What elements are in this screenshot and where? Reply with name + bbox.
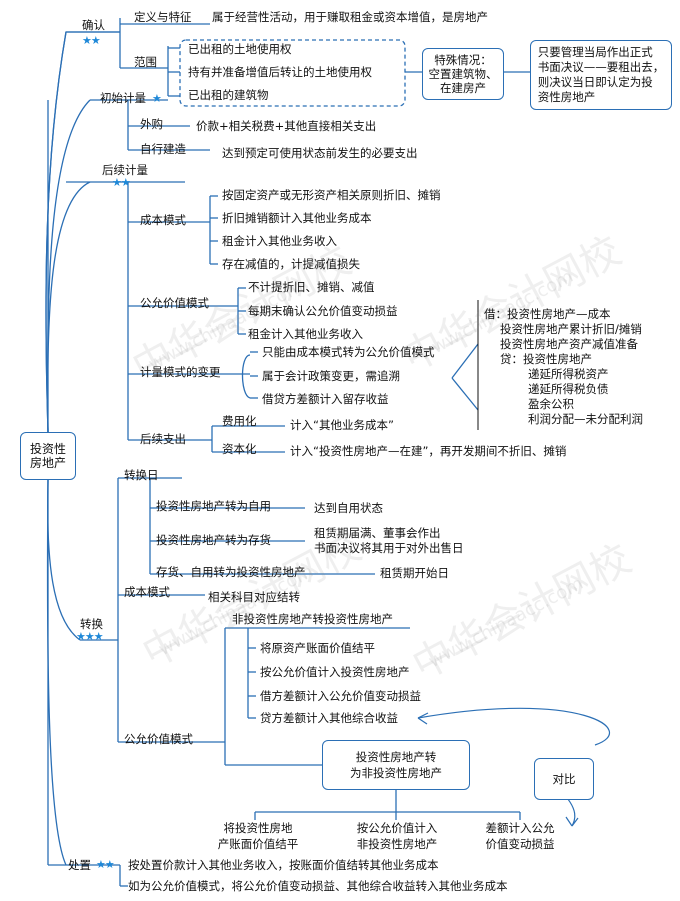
journal-line: 利润分配—未分配利润 — [528, 412, 643, 426]
confirm-label: 确认 — [82, 18, 105, 32]
reverse-item: 将投资性房地 产账面价值结平 — [217, 821, 299, 851]
capital-text: 计入“投资性房地产—在建”，再开发期间不折旧、摊销 — [290, 444, 567, 458]
special-note-box: 只要管理当局作出正式 书面决议——要租出去， 则决议当日即认定为投 资性房地产 — [530, 40, 672, 110]
reverse-transfer-text: 投资性房地产转 为非投资性房地产 — [350, 750, 442, 780]
transfer-fv-item: 将原资产账面价值结平 — [260, 641, 375, 655]
cost-model-item: 租金计入其他业务收入 — [222, 234, 337, 248]
transfer-cost-label: 成本模式 — [124, 585, 170, 599]
journal-line: 贷：投资性房地产 — [500, 352, 592, 366]
scope-item: 持有并准备增值后转让的土地使用权 — [188, 65, 372, 79]
scope-item: 已出租的建筑物 — [188, 88, 269, 102]
purchase-label: 外购 — [140, 117, 163, 131]
initial-stars: ★ — [152, 92, 162, 105]
special-note-text: 只要管理当局作出正式 书面决议——要租出去， 则决议当日即认定为投 资性房地产 — [537, 45, 665, 104]
definition-text: 属于经营性活动，用于赚取租金或资本增值，是房地产 — [212, 10, 488, 24]
transfer-fv-label: 公允价值模式 — [124, 732, 193, 746]
expenditure-label: 后续支出 — [140, 432, 186, 446]
disposal-stars: ★★ — [96, 858, 115, 871]
disposal-item: 如为公允价值模式，将公允价值变动损益、其他综合收益转入其他业务成本 — [128, 879, 508, 893]
definition-label: 定义与特征 — [134, 10, 192, 24]
compare-text: 对比 — [552, 772, 576, 786]
transfer-date-item: 投资性房地产转为自用 — [156, 499, 271, 513]
transfer-date-text: 租赁期开始日 — [380, 566, 449, 580]
transfer-fv-item: 贷方差额计入其他综合收益 — [260, 711, 398, 725]
change-item: 借贷方差额计入留存收益 — [262, 392, 389, 406]
transfer-cost-text: 相关科目对应结转 — [208, 590, 300, 604]
reverse-transfer-box: 投资性房地产转 为非投资性房地产 — [322, 740, 470, 790]
transfer-date-text: 租赁期届满、董事会作出 书面决议将其用于对外出售日 — [314, 526, 464, 555]
reverse-item: 差额计入公允 价值变动损益 — [485, 821, 555, 851]
fv-model-label: 公允价值模式 — [140, 296, 209, 310]
transfer-stars: ★★★ — [76, 630, 104, 643]
transfer-fv-item: 按公允价值计入投资性房地产 — [260, 665, 410, 679]
transfer-fv-sub-label: 非投资性房地产转投资性房地产 — [232, 612, 393, 626]
fv-model-item: 不计提折旧、摊销、减值 — [248, 280, 375, 294]
purchase-text: 价款+相关税费+其他直接相关支出 — [196, 119, 377, 133]
journal-line: 递延所得税资产 — [528, 367, 609, 381]
cost-model-item: 存在减值的，计提减值损失 — [222, 257, 360, 271]
journal-line: 投资性房地产累计折旧/摊销 — [500, 322, 642, 336]
confirm-stars: ★★ — [82, 34, 101, 47]
expense-text: 计入“其他业务成本” — [290, 418, 394, 432]
scope-label: 范围 — [134, 55, 157, 69]
self-build-text: 达到预定可使用状态前发生的必要支出 — [222, 146, 418, 160]
special-case-text: 特殊情况： 空置建筑物、 在建房产 — [428, 53, 498, 95]
cost-model-item: 按固定资产或无形资产相关原则折旧、摊销 — [222, 188, 441, 202]
scope-item: 已出租的土地使用权 — [188, 42, 292, 56]
fv-model-item: 每期末确认公允价值变动损益 — [248, 304, 398, 318]
journal-line: 盈余公积 — [528, 397, 574, 411]
cost-model-label: 成本模式 — [140, 213, 186, 227]
expense-label: 费用化 — [222, 414, 257, 428]
subsequent-stars: ★★ — [112, 176, 131, 189]
root-node: 投资性 房地产 — [20, 432, 76, 480]
journal-line: 递延所得税负债 — [528, 382, 609, 396]
capital-label: 资本化 — [222, 442, 257, 456]
transfer-date-item: 存货、自用转为投资性房地产 — [156, 565, 306, 579]
reverse-item: 按公允价值计入 非投资性房地产 — [356, 821, 438, 851]
journal-line: 投资性房地产资产减值准备 — [500, 337, 638, 351]
subsequent-label: 后续计量 — [102, 163, 148, 177]
change-item: 属于会计政策变更，需追溯 — [262, 369, 400, 383]
initial-label: 初始计量 — [100, 91, 146, 105]
self-build-label: 自行建造 — [140, 142, 186, 156]
compare-box: 对比 — [534, 758, 594, 800]
transfer-date-text: 达到自用状态 — [314, 501, 383, 515]
special-case-box: 特殊情况： 空置建筑物、 在建房产 — [422, 48, 504, 100]
journal-line: 借：投资性房地产—成本 — [484, 307, 611, 321]
disposal-item: 按处置价款计入其他业务收入，按账面价值结转其他业务成本 — [128, 858, 439, 872]
transfer-label: 转换 — [80, 617, 103, 631]
change-label: 计量模式的变更 — [140, 365, 221, 379]
disposal-label: 处置 — [68, 858, 91, 872]
transfer-fv-item: 借方差额计入公允价值变动损益 — [260, 689, 421, 703]
change-item: 只能由成本模式转为公允价值模式 — [262, 345, 435, 359]
transfer-date-item: 投资性房地产转为存货 — [156, 533, 271, 547]
transfer-date-label: 转换日 — [124, 468, 159, 482]
fv-model-item: 租金计入其他业务收入 — [248, 327, 363, 341]
cost-model-item: 折旧摊销额计入其他业务成本 — [222, 211, 372, 225]
root-title: 投资性 房地产 — [29, 442, 66, 470]
